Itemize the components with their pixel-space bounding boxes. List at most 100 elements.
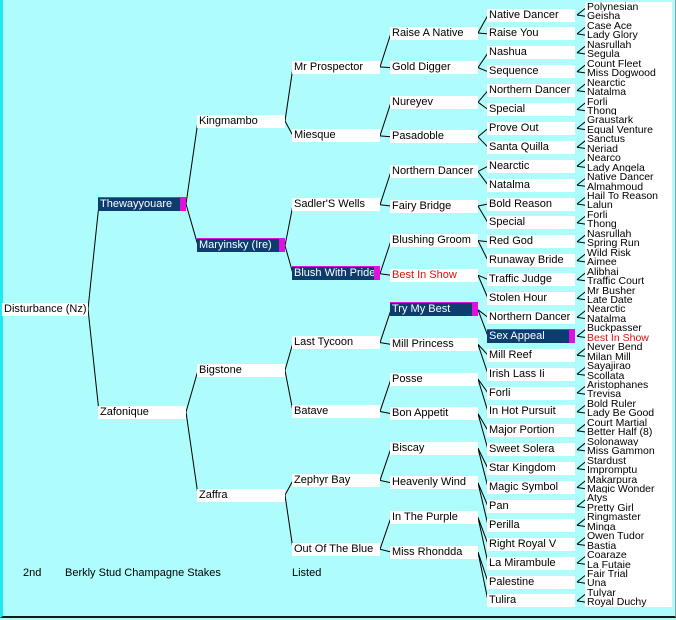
ancestor-gen7[interactable]: Almahmoud (585, 181, 672, 192)
ancestor-gen7[interactable]: Nasrullah (585, 40, 672, 50)
ancestor-gen6[interactable]: Stolen Hour (487, 292, 575, 305)
ancestor-gen7[interactable]: Alibhai (585, 266, 672, 277)
ancestor-gen7[interactable]: Sanctus (585, 134, 672, 145)
ancestor-gen5[interactable]: Blushing Groom (390, 234, 478, 248)
ancestor-gen7[interactable]: Better Half (8) (585, 427, 672, 438)
ancestor-gen6[interactable]: Nashua (487, 46, 575, 60)
ancestor-gen2[interactable]: Zafonique (98, 405, 186, 419)
ancestor-gen7[interactable]: Nearco (585, 153, 672, 163)
ancestor-gen7[interactable]: Neriad (585, 144, 672, 154)
ancestor-gen7[interactable]: Sayajirao (585, 361, 672, 371)
ancestor-gen6[interactable]: Sex Appeal (487, 328, 575, 343)
ancestor-gen7[interactable]: Fair Trial (585, 569, 672, 579)
ancestor-gen4[interactable]: Sadler'S Wells (292, 198, 380, 212)
ancestor-gen7[interactable]: Owen Tudor (585, 531, 672, 541)
ancestor-gen5[interactable]: Try My Best (390, 302, 478, 317)
ancestor-gen7[interactable]: Royal Duchy (585, 597, 672, 608)
ancestor-gen3[interactable]: Zaffra (197, 488, 285, 502)
ancestor-gen4[interactable]: Last Tycoon (292, 336, 380, 350)
ancestor-gen5[interactable]: Heavenly Wind (390, 476, 478, 490)
ancestor-gen6[interactable]: Native Dancer (487, 8, 575, 22)
ancestor-gen7[interactable]: Polynesian (585, 2, 672, 12)
ancestor-gen6[interactable]: Magic Symbol (487, 481, 575, 494)
ancestor-gen6[interactable]: Bold Reason (487, 197, 575, 211)
ancestor-gen6[interactable]: Mill Reef (487, 348, 575, 362)
ancestor-gen7[interactable]: Geisha (585, 11, 672, 22)
ancestor-gen5[interactable]: Miss Rhondda (390, 545, 478, 559)
ancestor-gen7[interactable]: Milan Mill (585, 351, 672, 362)
ancestor-gen6[interactable]: Palestine (487, 575, 575, 589)
ancestor-gen5[interactable]: Raise A Native (390, 26, 478, 40)
ancestor-gen6[interactable]: Irish Lass Ii (487, 367, 575, 381)
ancestor-gen6[interactable]: Northern Dancer (487, 84, 575, 98)
ancestor-gen7[interactable]: Miss Dogwood (585, 68, 672, 78)
ancestor-gen7[interactable]: Case Ace (585, 21, 672, 31)
ancestor-gen7[interactable]: Solonaway (585, 436, 672, 447)
ancestor-gen4[interactable]: Batave (292, 405, 380, 418)
ancestor-gen7[interactable]: Atys (585, 493, 672, 504)
ancestor-gen7[interactable]: Bastia (585, 540, 672, 551)
ancestor-gen5[interactable]: Northern Dancer (390, 164, 478, 178)
ancestor-gen5[interactable]: Posse (390, 372, 478, 386)
ancestor-gen7[interactable]: Thong (585, 106, 672, 116)
ancestor-gen7[interactable]: Native Dancer (585, 172, 672, 182)
ancestor-gen7[interactable]: Segula (585, 49, 672, 60)
ancestor-gen4[interactable]: Blush With Pride (292, 266, 380, 281)
ancestor-gen7[interactable]: Lady Be Good (585, 408, 672, 419)
ancestor-gen7[interactable]: La Futaie (585, 559, 672, 570)
ancestor-gen7[interactable]: Forli (585, 96, 672, 107)
ancestor-gen7[interactable]: Pretty Girl (585, 503, 672, 513)
ancestor-gen7[interactable]: Count Fleet (585, 58, 672, 69)
ancestor-gen7[interactable]: Never Bend (585, 342, 672, 352)
ancestor-gen6[interactable]: Pan (487, 499, 575, 513)
ancestor-gen6[interactable]: Runaway Bride (487, 254, 575, 268)
ancestor-gen7[interactable]: Coaraze (585, 550, 672, 560)
ancestor-gen6[interactable]: Perilla (487, 518, 575, 532)
ancestor-gen5[interactable]: Fairy Bridge (390, 199, 478, 213)
ancestor-gen6[interactable]: Traffic Judge (487, 273, 575, 287)
ancestor-gen5[interactable]: Nureyev (390, 95, 478, 109)
ancestor-gen3[interactable]: Bigstone (197, 363, 285, 377)
ancestor-gen7[interactable]: Nearctic (585, 77, 672, 88)
ancestor-gen5[interactable]: Best In Show (390, 268, 478, 282)
ancestor-gen7[interactable]: Trevisa (585, 389, 672, 400)
ancestor-gen7[interactable]: Stardust (585, 455, 672, 466)
ancestor-gen7[interactable]: Impromptu (585, 465, 672, 475)
ancestor-gen7[interactable]: Thong (585, 219, 672, 230)
ancestor-gen7[interactable]: Una (585, 578, 672, 589)
ancestor-gen7[interactable]: Nearctic (585, 304, 672, 315)
ancestor-gen7[interactable]: Natalma (585, 314, 672, 324)
ancestor-gen4[interactable]: Mr Prospector (292, 60, 380, 74)
ancestor-gen7[interactable]: Lalun (585, 200, 672, 211)
ancestor-gen7[interactable]: Tulyar (585, 588, 672, 598)
ancestor-gen7[interactable]: Hail To Reason (585, 191, 672, 201)
ancestor-gen7[interactable]: Best In Show (585, 333, 672, 343)
ancestor-gen5[interactable]: In The Purple (390, 510, 478, 524)
ancestor-gen7[interactable]: Scollata (585, 370, 672, 381)
ancestor-gen6[interactable]: Northern Dancer (487, 310, 575, 324)
ancestor-gen7[interactable]: Aristophanes (585, 380, 672, 390)
ancestor-gen7[interactable]: Late Date (585, 295, 672, 305)
ancestor-gen6[interactable]: Major Portion (487, 424, 575, 438)
ancestor-gen7[interactable]: Lady Angela (585, 162, 672, 173)
ancestor-gen7[interactable]: Equal Venture (585, 125, 672, 135)
ancestor-gen6[interactable]: La Mirambule (487, 556, 575, 570)
ancestor-gen6[interactable]: Sweet Solera (487, 443, 575, 457)
ancestor-gen6[interactable]: Natalma (487, 178, 575, 192)
ancestor-gen3[interactable]: Kingmambo (197, 114, 285, 128)
ancestor-gen2[interactable]: Thewayyouare (98, 196, 186, 211)
ancestor-gen7[interactable]: Mr Busher (585, 285, 672, 296)
ancestor-gen7[interactable]: Forli (585, 210, 672, 220)
ancestor-gen7[interactable]: Bold Ruler (585, 399, 672, 409)
ancestor-gen6[interactable]: Red God (487, 235, 575, 249)
ancestor-gen6[interactable]: Nearctic (487, 159, 575, 173)
ancestor-gen4[interactable]: Out Of The Blue (292, 542, 380, 556)
ancestor-gen7[interactable]: Traffic Court (585, 276, 672, 286)
ancestor-gen6[interactable]: Special (487, 216, 575, 230)
ancestor-gen7[interactable]: Court Martial (585, 418, 672, 428)
ancestor-gen7[interactable]: Lady Glory (585, 30, 672, 41)
ancestor-gen7[interactable]: Miss Gammon (585, 446, 672, 456)
ancestor-gen6[interactable]: Special (487, 103, 575, 116)
ancestor-gen7[interactable]: Aimee (585, 257, 672, 267)
ancestor-gen6[interactable]: Star Kingdom (487, 462, 575, 476)
